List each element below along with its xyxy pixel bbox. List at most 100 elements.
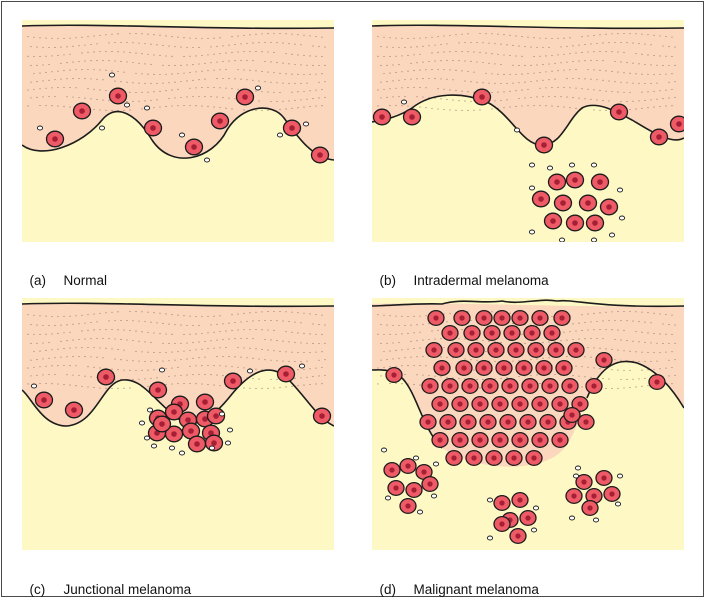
texture-dot xyxy=(617,71,619,73)
texture-dot xyxy=(431,36,433,38)
cell-nucleus xyxy=(457,437,463,443)
texture-dot xyxy=(33,366,35,368)
texture-dot xyxy=(285,73,287,75)
texture-dot xyxy=(159,55,161,57)
texture-dot xyxy=(530,96,532,98)
texture-dot xyxy=(401,333,403,335)
texture-dot xyxy=(63,383,65,386)
texture-dot xyxy=(392,342,394,344)
texture-dot xyxy=(111,70,113,72)
texture-dot xyxy=(395,104,397,107)
texture-dot xyxy=(599,312,601,314)
texture-dot xyxy=(87,88,89,90)
texture-dot xyxy=(386,64,388,66)
texture-dot xyxy=(42,96,44,98)
texture-dot xyxy=(578,322,580,324)
texture-dot xyxy=(533,55,535,58)
texture-dot xyxy=(285,108,287,110)
texture-dot xyxy=(401,37,403,39)
texture-dot xyxy=(464,338,466,340)
texture-dot xyxy=(578,97,580,99)
texture-dot xyxy=(578,44,580,46)
texture-dot xyxy=(204,340,206,342)
texture-dot xyxy=(72,96,74,98)
small-cell-dot xyxy=(302,121,310,127)
texture-dot xyxy=(45,315,47,317)
texture-dot xyxy=(653,368,655,370)
texture-dot xyxy=(617,311,619,313)
texture-dot xyxy=(614,338,616,340)
cell-nucleus xyxy=(515,533,521,539)
texture-dot xyxy=(635,33,637,35)
texture-dot xyxy=(78,355,80,358)
texture-dot xyxy=(500,377,502,379)
texture-dot xyxy=(69,384,71,386)
texture-dot xyxy=(297,73,299,75)
texture-dot xyxy=(674,64,676,66)
cell-nucleus xyxy=(431,347,437,353)
texture-dot xyxy=(273,329,275,332)
texture-dot xyxy=(401,315,403,317)
texture-dot xyxy=(144,341,146,343)
texture-dot xyxy=(267,91,269,93)
keratinocyte-dots xyxy=(380,447,624,541)
texture-dot xyxy=(599,89,601,92)
texture-dot xyxy=(285,351,287,353)
small-cell-dot xyxy=(36,125,44,131)
texture-dot xyxy=(297,107,299,109)
texture-dot xyxy=(620,339,622,341)
texture-dot xyxy=(177,351,179,353)
texture-dot xyxy=(228,97,230,99)
cell-nucleus xyxy=(601,475,607,481)
texture-dot xyxy=(303,34,305,36)
texture-dot xyxy=(662,64,664,67)
texture-dot xyxy=(243,367,245,369)
texture-dot xyxy=(380,324,382,326)
texture-dot xyxy=(608,80,610,82)
texture-dot xyxy=(548,79,550,81)
texture-dot xyxy=(189,333,191,335)
cell-nucleus xyxy=(191,144,197,150)
texture-dot xyxy=(404,95,406,98)
texture-dot xyxy=(291,385,293,387)
texture-dot xyxy=(572,323,574,325)
texture-dot xyxy=(117,369,119,371)
cell-nucleus xyxy=(453,347,459,353)
texture-dot xyxy=(560,62,562,64)
texture-dot xyxy=(599,347,601,349)
texture-dot xyxy=(144,360,146,362)
texture-dot xyxy=(626,378,628,381)
cell-nucleus xyxy=(571,493,577,499)
texture-dot xyxy=(96,356,98,358)
texture-dot xyxy=(222,339,224,341)
cell-nucleus xyxy=(445,419,451,425)
texture-dot xyxy=(545,71,547,73)
texture-dot xyxy=(234,60,236,62)
cell-nucleus xyxy=(379,114,385,120)
texture-dot xyxy=(674,374,676,376)
texture-dot xyxy=(87,386,89,388)
texture-dot xyxy=(545,87,547,89)
texture-dot xyxy=(138,62,140,64)
texture-dot xyxy=(207,54,209,56)
cell-nucleus xyxy=(409,114,415,120)
texture-dot xyxy=(33,55,35,58)
texture-dot xyxy=(584,376,586,378)
texture-dot xyxy=(216,96,218,98)
texture-dot xyxy=(596,320,598,322)
texture-dot xyxy=(63,364,65,367)
texture-dot xyxy=(42,324,44,326)
texture-dot xyxy=(545,105,547,107)
texture-dot xyxy=(300,44,302,46)
texture-dot xyxy=(231,51,233,54)
texture-dot xyxy=(647,385,649,387)
texture-dot xyxy=(626,340,628,342)
texture-dot xyxy=(389,366,391,368)
texture-dot xyxy=(503,34,505,36)
texture-dot xyxy=(270,81,272,83)
texture-dot xyxy=(219,69,221,71)
texture-dot xyxy=(644,99,646,102)
texture-dot xyxy=(276,360,278,362)
texture-dot xyxy=(377,367,379,369)
texture-dot xyxy=(201,383,203,385)
